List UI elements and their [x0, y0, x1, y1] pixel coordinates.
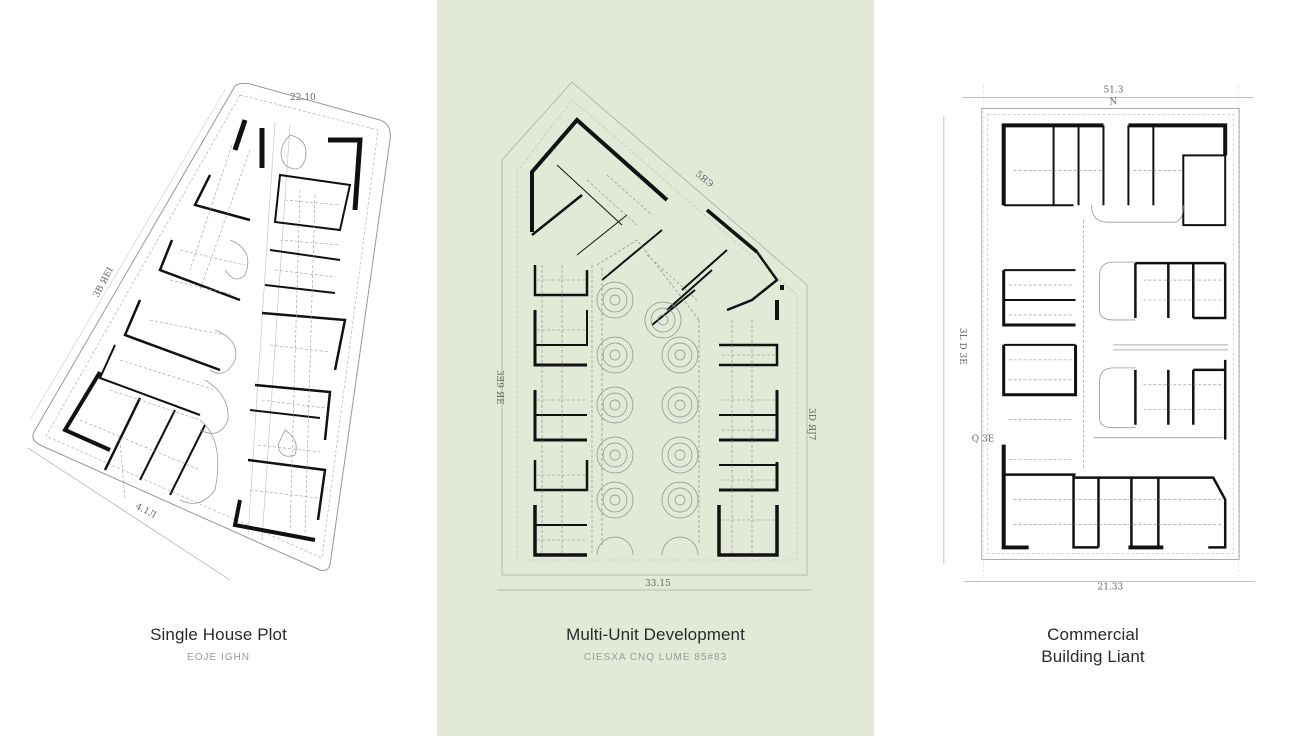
floor-plan-multi-unit: 3Ǝ9 ЯЕ 3D ЯJ7 33.15 5ЯЭ: [437, 0, 874, 600]
svg-text:33.15: 33.15: [645, 579, 671, 589]
svg-text:4.1Л: 4.1Л: [134, 502, 158, 521]
svg-text:21.33: 21.33: [1097, 582, 1123, 592]
caption-commercial: Commercial Building Liant: [874, 624, 1312, 668]
svg-text:3D ЯJ7: 3D ЯJ7: [806, 408, 816, 441]
plan-title: Single House Plot: [150, 625, 287, 644]
svg-text:5ЯЭ: 5ЯЭ: [693, 170, 715, 191]
floor-plan-commercial: 51.3 N 3L D 3E Q 3E 21.33: [874, 0, 1311, 600]
svg-text:N: N: [1109, 97, 1117, 107]
svg-text:22.10: 22.10: [290, 93, 316, 103]
floor-plan-single-house: 22.10 3B ЯEI 4.1Л: [0, 0, 437, 600]
svg-text:3Ǝ9 ЯЕ: 3Ǝ9 ЯЕ: [494, 370, 504, 405]
caption-single-house: Single House Plot EOJE IGHN: [0, 624, 437, 663]
plan-title: Multi-Unit Development: [566, 625, 745, 644]
svg-text:51.3: 51.3: [1103, 85, 1123, 95]
plan-title-line2: Building Liant: [1041, 647, 1145, 666]
plan-title-line1: Commercial: [1047, 625, 1139, 644]
plan-subtitle: CIESXA CNQ LUME 85#83: [583, 652, 728, 663]
panel-commercial-building: 51.3 N 3L D 3E Q 3E 21.33: [874, 0, 1312, 736]
plan-subtitle: EOJE IGHN: [187, 652, 250, 663]
panel-multi-unit-development: 3Ǝ9 ЯЕ 3D ЯJ7 33.15 5ЯЭ: [437, 0, 874, 736]
svg-text:Q 3E: Q 3E: [972, 435, 994, 445]
caption-multi-unit: Multi-Unit Development CIESXA CNQ LUME 8…: [437, 624, 874, 663]
svg-text:3L D 3E: 3L D 3E: [957, 328, 967, 365]
panel-single-house-plot: 22.10 3B ЯEI 4.1Л: [0, 0, 437, 736]
